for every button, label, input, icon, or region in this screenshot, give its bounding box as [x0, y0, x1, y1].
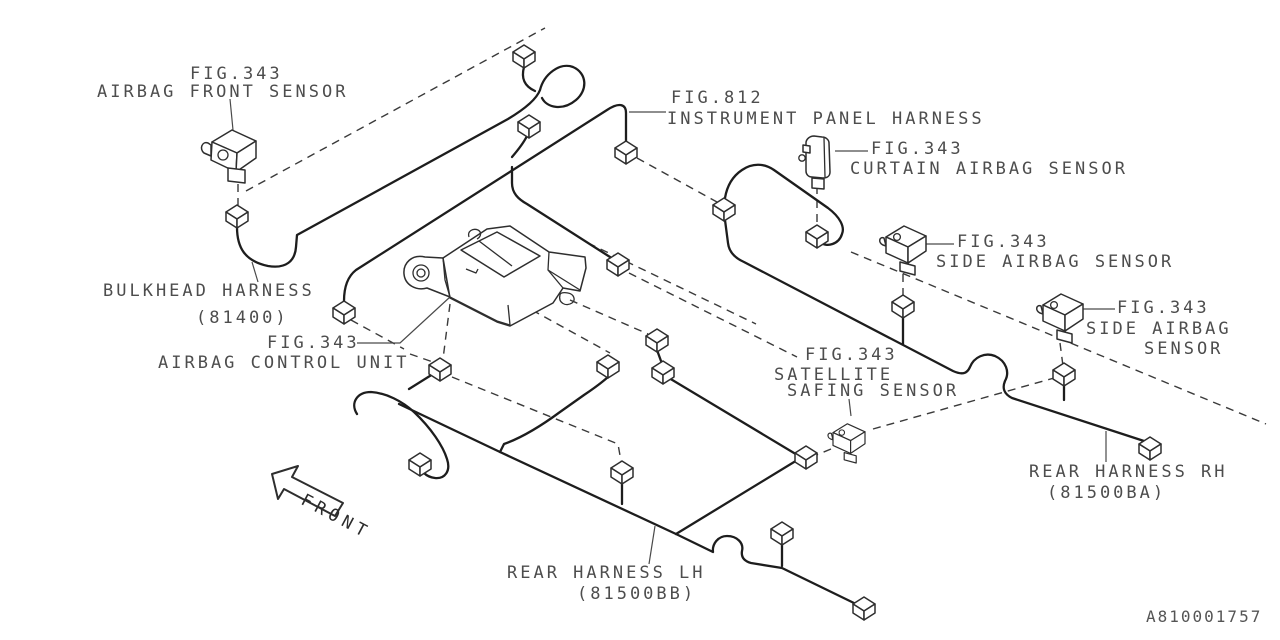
rear-harness-rh-line	[723, 218, 1146, 443]
curtain-airbag-sensor-icon	[798, 135, 831, 190]
callout-side-sensor-1-name: SIDE AIRBAG SENSOR	[936, 252, 1175, 272]
front-direction-arrow	[271, 465, 344, 517]
connector-cube-icon	[891, 294, 915, 319]
callout-curtain-sensor-name: CURTAIN AIRBAG SENSOR	[850, 159, 1128, 179]
callout-side-sensor-2-fig: FIG.343	[1117, 298, 1210, 318]
callout-satellite-sensor-name2: SAFING SENSOR	[787, 381, 960, 401]
connector-cube-icon	[610, 460, 634, 485]
rear-harness-lh-line	[397, 402, 858, 606]
connector-cube-icon	[408, 452, 432, 477]
callout-curtain-sensor-fig: FIG.343	[871, 139, 964, 159]
callout-rear-harness-lh-part: (81500BB)	[577, 584, 697, 604]
side-airbag-sensor-1-icon	[878, 225, 927, 276]
callout-rear-harness-lh-name: REAR HARNESS LH	[507, 563, 706, 583]
airbag-control-unit-icon	[403, 225, 587, 327]
label-leader-lines	[229, 98, 1115, 565]
bulkhead-harness-line	[235, 64, 586, 268]
callout-satellite-sensor-fig: FIG.343	[805, 345, 898, 365]
connector-cube-icon	[614, 140, 638, 165]
callout-instrument-panel-fig: FIG.812	[671, 88, 764, 108]
callout-control-unit-name: AIRBAG CONTROL UNIT	[158, 353, 410, 373]
callout-side-sensor-2-name2: SENSOR	[1144, 339, 1224, 359]
airbag-front-sensor-icon	[200, 129, 257, 184]
connector-cube-icon	[645, 328, 669, 353]
callout-rear-harness-rh-name: REAR HARNESS RH	[1029, 462, 1228, 482]
harness-lines	[235, 64, 1146, 606]
connector-cube-icon	[596, 354, 620, 379]
callout-instrument-panel-name: INSTRUMENT PANEL HARNESS	[667, 109, 985, 129]
connector-cube-icon	[428, 357, 452, 382]
callout-side-sensor-2-name1: SIDE AIRBAG	[1086, 319, 1232, 339]
connector-cube-icon	[1052, 362, 1076, 387]
connector-cube-icon	[794, 445, 818, 470]
callout-front-sensor-name: AIRBAG FRONT SENSOR	[97, 82, 349, 102]
connector-cube-icon	[517, 114, 541, 139]
callout-front-sensor-fig: FIG.343	[190, 64, 283, 84]
callout-bulkhead-harness-part: (81400)	[196, 308, 289, 328]
connector-cube-icon	[852, 596, 876, 621]
connector-cube-icon	[770, 521, 794, 546]
drawing-number: A810001757	[1146, 607, 1263, 626]
instrument-panel-harness-line	[342, 103, 628, 303]
connector-cube-icon	[512, 44, 536, 69]
satellite-safing-sensor-icon	[827, 423, 866, 464]
callout-side-sensor-1-fig: FIG.343	[957, 232, 1050, 252]
callout-control-unit-fig: FIG.343	[267, 333, 360, 353]
callout-rear-harness-rh-part: (81500BA)	[1047, 483, 1167, 503]
side-airbag-sensor-2-icon	[1035, 293, 1084, 344]
connector-cube-icon	[651, 360, 675, 385]
callout-satellite-sensor-name1: SATELLITE	[774, 365, 894, 385]
callout-bulkhead-harness-name: BULKHEAD HARNESS	[103, 281, 315, 301]
connector-cube-icon	[225, 204, 249, 229]
